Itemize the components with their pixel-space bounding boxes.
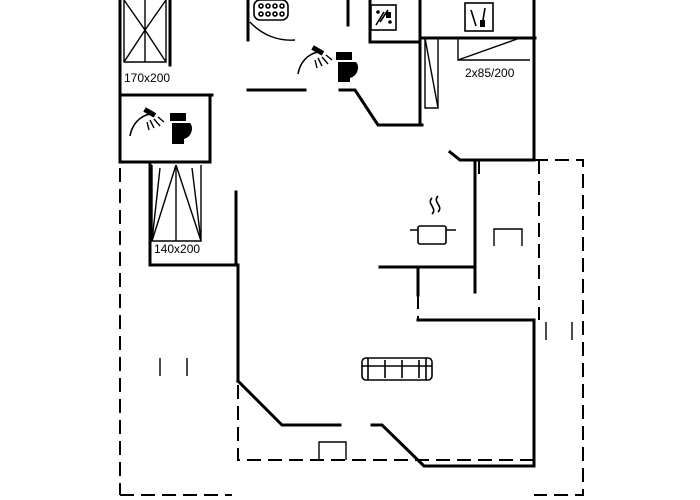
table-icon: [318, 441, 347, 460]
shower-icon: [297, 45, 333, 75]
shower-icon: [129, 107, 165, 137]
bed-2x85-200: 2x85/200: [424, 37, 530, 109]
toilet-icon: [336, 52, 358, 82]
bed-170x200: 170x200: [123, 0, 170, 85]
sofa-icon: [361, 357, 433, 381]
whirlpool-icon: [249, 0, 296, 41]
terrace-outlines: [119, 159, 584, 496]
walls: [118, 0, 537, 468]
washing-machine-icon: [370, 4, 397, 31]
dishwasher-icon: [464, 2, 494, 32]
terrace-posts: [159, 322, 573, 376]
cooking-pot-icon: [410, 195, 456, 245]
toilet-icon: [170, 113, 192, 144]
bed-140x200: 140x200: [151, 164, 202, 256]
bed-label-2x85-200: 2x85/200: [465, 66, 515, 80]
table-icon: [493, 228, 523, 246]
bed-label-170x200: 170x200: [124, 71, 170, 85]
bed-label-140x200: 140x200: [154, 242, 200, 256]
